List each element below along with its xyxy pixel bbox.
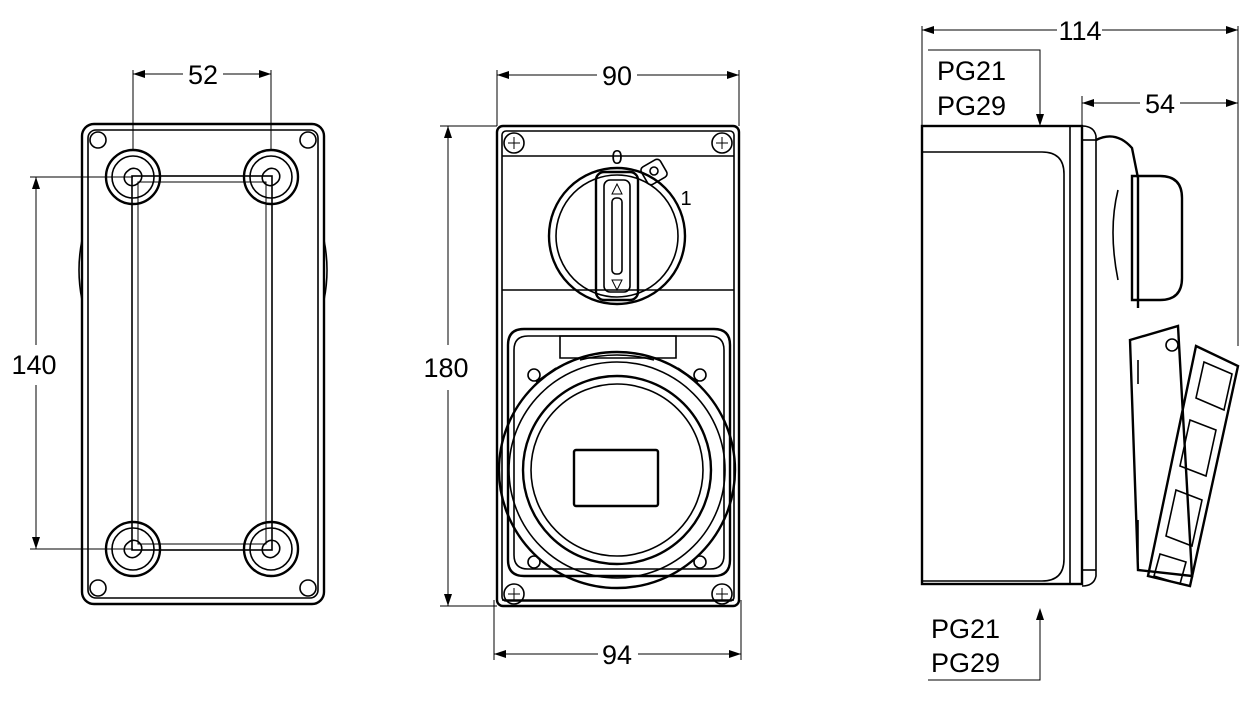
front-view: 52 140 [11, 60, 328, 606]
front-enclosure-outline [80, 122, 326, 606]
front-right-bulge [323, 239, 328, 301]
dim-label-114: 114 [1058, 16, 1101, 46]
gland-top-pg21: PG21 [937, 56, 1006, 86]
dim-label-90: 90 [602, 61, 632, 91]
dim-label-52: 52 [188, 60, 218, 90]
gland-bottom-pg29: PG29 [931, 648, 1000, 678]
arrow-down-icon [611, 279, 623, 292]
switch-enclosure-outline [495, 124, 741, 608]
cover-screw-icon [503, 132, 525, 154]
dimension-180: 180 [423, 125, 497, 607]
dimension-114: 114 [921, 16, 1239, 346]
gland-top-pg29: PG29 [937, 91, 1006, 121]
corner-hole-icon [89, 579, 107, 597]
dimension-90: 90 [496, 61, 740, 126]
front-enclosure-inner [87, 129, 319, 599]
dim-label-180: 180 [423, 353, 468, 383]
arrow-up-icon [611, 182, 623, 195]
switch-knob-side [1095, 135, 1184, 308]
gland-label-bottom: PG21 PG29 [928, 608, 1044, 681]
side-flange [1081, 125, 1097, 587]
dimension-52: 52 [132, 60, 272, 150]
gland-label-top: PG21 PG29 [928, 49, 1044, 126]
side-body-inner [922, 151, 1065, 582]
dim-label-94: 94 [602, 640, 632, 670]
dimension-94: 94 [493, 600, 742, 670]
corner-hole-icon [299, 131, 317, 149]
lid-screw-icon [242, 520, 300, 578]
dimension-140: 140 [11, 176, 133, 550]
switch-position-0: 0 [611, 147, 622, 169]
gland-bottom-pg21: PG21 [931, 614, 1000, 644]
dim-label-54: 54 [1145, 89, 1175, 119]
socket-window [572, 448, 660, 508]
switch-position-1: 1 [680, 188, 691, 210]
cover-screw-icon [711, 583, 733, 605]
rotary-switch-knob [547, 166, 687, 306]
side-view: 114 54 PG21 PG29 PG21 PG29 [920, 16, 1240, 681]
corner-hole-icon [89, 131, 107, 149]
front-left-bulge [78, 239, 83, 301]
front-lid-recess-inner [137, 181, 267, 545]
cover-screw-icon [711, 132, 733, 154]
front-lid-recess [131, 175, 273, 551]
socket-housing [497, 327, 737, 590]
padlock-icon [640, 158, 668, 186]
cover-screw-icon [503, 583, 525, 605]
lid-screw-icon [242, 148, 300, 206]
dim-label-140: 140 [11, 350, 56, 380]
middle-view: 0 1 90 [423, 61, 742, 670]
socket-side [1128, 324, 1240, 588]
corner-hole-icon [299, 579, 317, 597]
switch-enclosure-inner [501, 130, 735, 602]
side-body-outline [920, 124, 1084, 586]
dimension-54: 54 [1081, 89, 1238, 126]
